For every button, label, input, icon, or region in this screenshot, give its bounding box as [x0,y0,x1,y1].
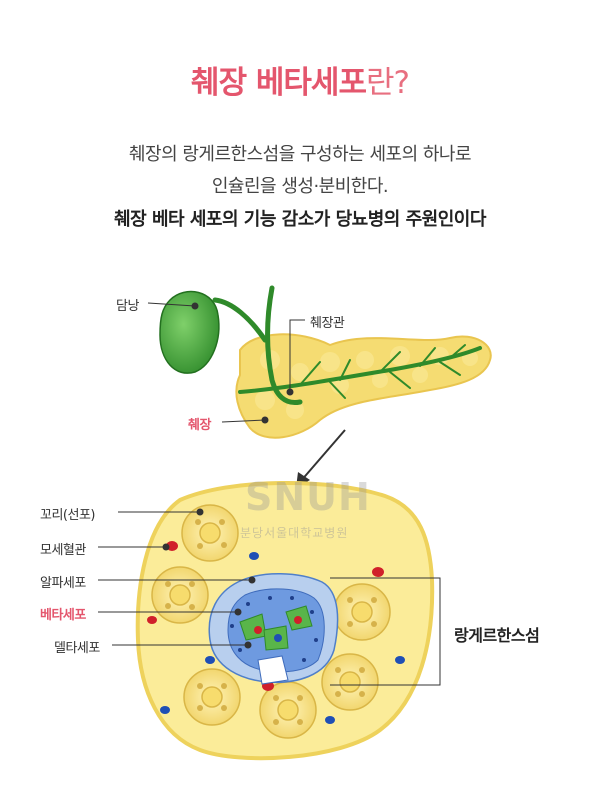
label-gallbladder: 담낭 [116,299,139,314]
top-leader-lines [147,302,305,424]
label-tail-acinar: 꼬리(선포) [40,508,95,523]
label-islet: 랑게르한스섬 [454,626,540,645]
label-delta-cell: 델타세포 [54,641,100,656]
title-suffix: 란? [365,65,410,101]
acinar-nuclei [165,519,377,725]
capillaries [147,541,405,724]
page-title: 췌장 베타세포란? [0,57,600,102]
watermark-logo: SNUH [245,475,371,519]
label-capillary: 모세혈관 [40,543,86,558]
title-accent: 췌장 베타세포 [191,65,367,101]
islet-of-langerhans [208,573,339,685]
gallbladder [159,290,268,374]
pancreatic-duct [238,285,482,406]
label-alpha-cell: 알파세포 [40,576,86,591]
description-line-2: 인슐린을 생성·분비한다. [211,176,389,197]
description-line-3: 췌장 베타 세포의 기능 감소가 당뇨병의 주원인이다 [114,209,486,230]
label-pancreatic-duct: 췌장관 [310,316,345,331]
label-beta-cell: 베타세포 [40,608,86,623]
description-line-1: 췌장의 랑게르한스섬을 구성하는 세포의 하나로 [128,144,472,165]
left-leader-lines [98,508,441,686]
label-pancreas: 췌장 [188,418,211,433]
watermark-subtitle: 분당서울대학교병원 [240,526,349,540]
